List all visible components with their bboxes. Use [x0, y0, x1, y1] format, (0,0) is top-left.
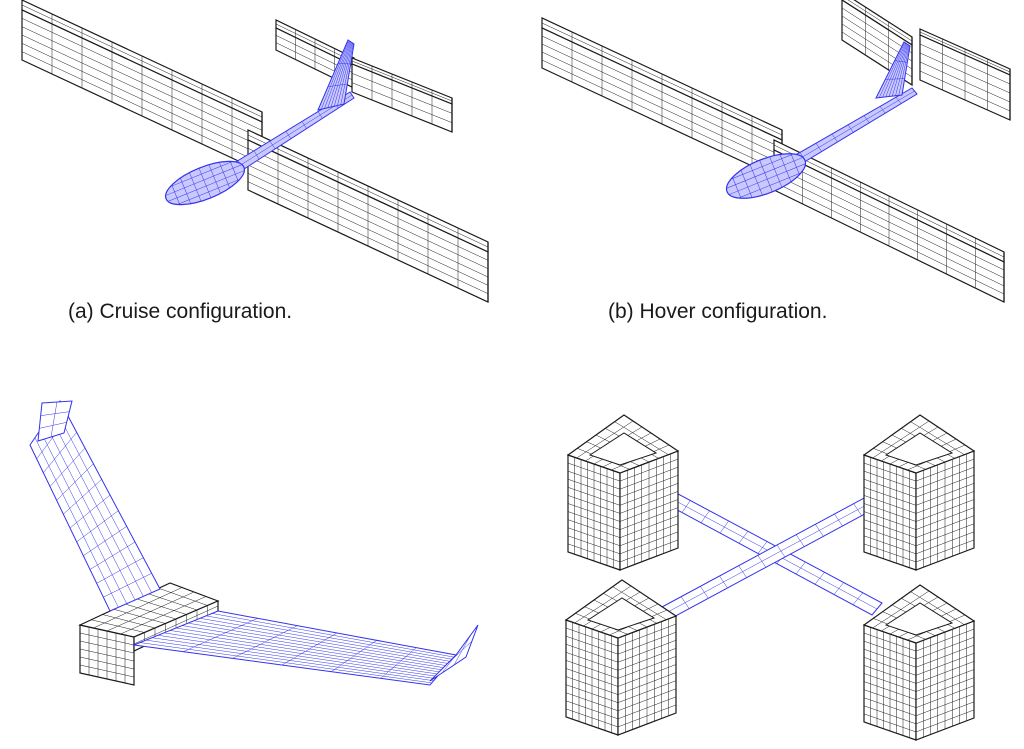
right-swept-wing-mesh [132, 610, 479, 686]
left-wing-duct-mesh [541, 17, 783, 181]
fuselage-mesh [725, 41, 918, 199]
left-wing-duct-mesh [21, 0, 263, 173]
quad-duct-mesh [564, 414, 976, 741]
cruise-configuration-mesh [21, 0, 489, 303]
hover-configuration-mesh [541, 0, 1011, 303]
fuselage-mesh [164, 39, 355, 206]
right-wing-duct-mesh [773, 139, 1005, 303]
panel-quad-duct-frame [512, 375, 1024, 749]
flying-wing-mesh [29, 400, 479, 686]
tail-duct-right-mesh [351, 57, 453, 133]
duct-front-left-mesh [566, 414, 680, 571]
tail-duct-right-mesh [919, 28, 1011, 121]
panel-flying-wing [0, 375, 512, 749]
duct-rear-left-mesh [564, 579, 678, 736]
right-wing-duct-mesh [247, 129, 489, 303]
panel-cruise-configuration: (a) Cruise configuration. [0, 0, 512, 350]
left-swept-wing-mesh [29, 400, 161, 612]
caption-hover: (b) Hover configuration. [608, 300, 828, 323]
caption-cruise: (a) Cruise configuration. [68, 300, 293, 323]
duct-rear-right-mesh [862, 584, 976, 741]
cross-arm-mesh [643, 479, 901, 620]
panel-hover-configuration: (b) Hover configuration. [512, 0, 1024, 350]
duct-front-right-mesh [862, 414, 976, 571]
